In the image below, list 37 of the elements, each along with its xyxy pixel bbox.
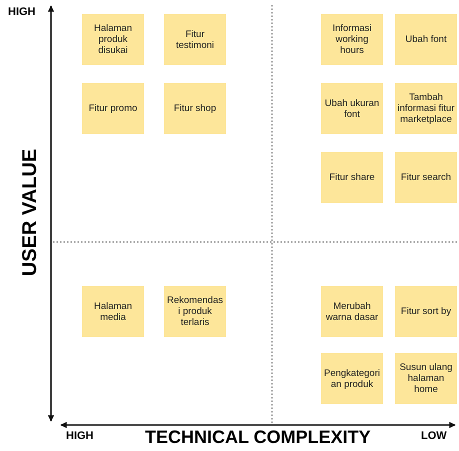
note-text: Halaman media: [92, 300, 134, 322]
sticky-note: [395, 83, 457, 134]
axis-title: TECHNICAL COMPLEXITY: [145, 427, 371, 448]
note-text: Rekomendasi produk terlaris: [166, 295, 224, 328]
sticky-note: [164, 14, 226, 65]
sticky-note: [82, 83, 144, 134]
sticky-note: [82, 286, 144, 337]
note-text: Fitur promo: [88, 103, 138, 114]
note-text: Halaman produk disukai: [92, 23, 134, 56]
note-text: Merubah warna dasar: [324, 300, 380, 322]
sticky-note: [321, 353, 383, 404]
sticky-note: [395, 286, 457, 337]
axis-end-label: LOW: [421, 430, 447, 442]
note-text: Ubah font: [405, 34, 447, 45]
axis-end-label: HIGH: [8, 6, 36, 18]
sticky-note: [321, 83, 383, 134]
note-text: Ubah ukuran font: [324, 98, 380, 120]
sticky-note: [321, 14, 383, 65]
axis-title: USER VALUE: [18, 148, 42, 276]
note-text: Susun ulang halaman home: [398, 362, 454, 395]
sticky-note: [164, 286, 226, 337]
note-text: Pengkategorian produk: [323, 368, 381, 390]
note-text: Fitur testimoni: [174, 28, 215, 50]
note-text: Tambah informasi fitur marketplace: [397, 92, 455, 125]
sticky-note: [321, 286, 383, 337]
note-text: Fitur search: [400, 172, 452, 183]
sticky-note: [321, 152, 383, 203]
sticky-note: [164, 83, 226, 134]
note-text: Fitur sort by: [400, 306, 452, 317]
note-text: Informasi working hours: [331, 23, 373, 56]
sticky-note: [395, 14, 457, 65]
sticky-note: [395, 152, 457, 203]
note-text: Fitur share: [329, 172, 375, 183]
note-text: Fitur shop: [174, 103, 216, 114]
sticky-note: [395, 353, 457, 404]
axis-end-label: HIGH: [66, 430, 94, 442]
sticky-note: [82, 14, 144, 65]
